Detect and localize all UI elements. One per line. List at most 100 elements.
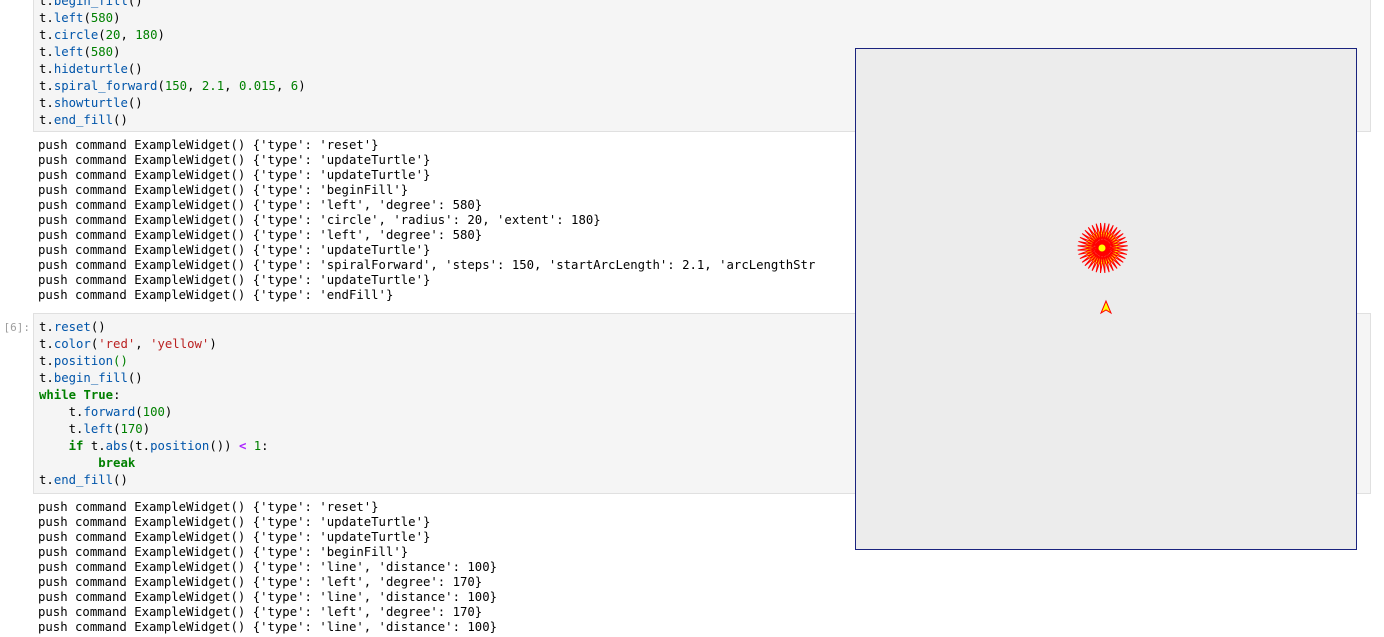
code-token: : — [261, 439, 269, 453]
code-token: , — [275, 79, 291, 93]
output-line: push command ExampleWidget() {'type': 'u… — [38, 153, 431, 167]
code-line[interactable]: t.reset() — [39, 319, 1370, 336]
code-token: t. — [39, 473, 54, 487]
code-line[interactable]: if t.abs(t.position()) < 1: — [39, 438, 1370, 455]
code-token: ) — [113, 45, 121, 59]
code-token: left — [53, 11, 84, 25]
code-token: t. — [68, 405, 84, 419]
code-token: t. — [39, 28, 54, 42]
code-token: 0.015 — [238, 79, 276, 93]
code-line[interactable]: t.hideturtle() — [39, 61, 1370, 78]
code-token: end_fill — [53, 113, 114, 127]
code-token: break — [98, 456, 136, 470]
code-token: () — [113, 354, 128, 368]
code-line[interactable]: t.begin_fill() — [39, 370, 1370, 387]
output-line: push command ExampleWidget() {'type': 's… — [38, 258, 816, 272]
code-token: ( — [113, 422, 121, 436]
output-line: push command ExampleWidget() {'type': 'b… — [38, 183, 409, 197]
code-token: 180 — [135, 28, 158, 42]
code-token: (t. — [127, 439, 151, 453]
code-token: begin_fill — [53, 371, 128, 385]
code-token: () — [127, 0, 143, 8]
output-line: push command ExampleWidget() {'type': 'l… — [38, 560, 498, 574]
output-line: push command ExampleWidget() {'type': 'u… — [38, 168, 431, 182]
code-token: position — [150, 439, 210, 453]
output-line: push command ExampleWidget() {'type': 'l… — [38, 198, 483, 212]
code-token: () — [113, 113, 128, 127]
code-token: t. — [39, 62, 54, 76]
code-line[interactable]: t.color('red', 'yellow') — [39, 336, 1370, 353]
output-area: push command ExampleWidget() {'type': 'r… — [38, 500, 1371, 635]
code-line[interactable]: t.circle(20, 180) — [39, 27, 1370, 44]
code-token: t. — [39, 79, 54, 93]
code-line[interactable]: break — [39, 455, 1370, 472]
code-line[interactable]: t.left(580) — [39, 10, 1370, 27]
code-token: ) — [298, 79, 306, 93]
output-line: push command ExampleWidget() {'type': 'b… — [38, 545, 409, 559]
code-token: ( — [83, 11, 91, 25]
code-line[interactable]: t.showturtle() — [39, 95, 1370, 112]
code-token: reset — [53, 320, 91, 334]
code-token: circle — [53, 28, 99, 42]
code-token: t. — [39, 0, 54, 8]
turtle-drawing — [1077, 222, 1128, 315]
output-line: push command ExampleWidget() {'type': 'e… — [38, 288, 394, 302]
code-line[interactable]: t.forward(100) — [39, 404, 1370, 421]
code-token: t. — [39, 337, 54, 351]
code-token: while — [39, 388, 77, 402]
code-token: t. — [39, 96, 54, 110]
star-center-dot — [1098, 244, 1106, 252]
output-line: push command ExampleWidget() {'type': 'l… — [38, 575, 483, 589]
code-line[interactable]: t.position() — [39, 353, 1370, 370]
code-editor[interactable]: t.begin_fill()t.left(580)t.circle(20, 18… — [39, 0, 1370, 129]
cell-prompt: [6]: — [3, 321, 31, 334]
code-token: ( — [83, 45, 91, 59]
code-token: end_fill — [53, 473, 114, 487]
code-token: t. — [90, 439, 106, 453]
code-token: < — [238, 439, 247, 453]
code-token: ( — [135, 405, 143, 419]
code-token: begin_fill — [53, 0, 128, 8]
output-line: push command ExampleWidget() {'type': 'l… — [38, 590, 498, 604]
code-token: ( — [90, 337, 99, 351]
code-token: () — [127, 371, 143, 385]
code-token — [39, 422, 69, 436]
code-token: ( — [98, 28, 106, 42]
code-token: t. — [39, 45, 54, 59]
output-line: push command ExampleWidget() {'type': 'l… — [38, 620, 498, 634]
code-token: 1 — [253, 439, 262, 453]
output-area: push command ExampleWidget() {'type': 'r… — [38, 138, 1371, 303]
output-line: push command ExampleWidget() {'type': 'l… — [38, 605, 483, 619]
code-token: ) — [142, 422, 151, 436]
code-token: 150 — [164, 79, 188, 93]
code-token — [39, 456, 98, 470]
output-line: push command ExampleWidget() {'type': 'r… — [38, 500, 379, 514]
code-token: abs — [105, 439, 128, 453]
code-line[interactable]: t.spiral_forward(150, 2.1, 0.015, 6) — [39, 78, 1370, 95]
code-token — [39, 405, 69, 419]
code-token: left — [53, 45, 84, 59]
code-token: 20 — [105, 28, 121, 42]
code-token: : — [113, 388, 121, 402]
code-line[interactable]: while True: — [39, 387, 1370, 404]
code-token: , — [224, 79, 239, 93]
code-line[interactable]: t.left(170) — [39, 421, 1370, 438]
output-line: push command ExampleWidget() {'type': 'r… — [38, 138, 379, 152]
code-token: if — [68, 439, 84, 453]
code-token: t. — [39, 371, 54, 385]
code-token: position — [53, 354, 114, 368]
turtle-canvas[interactable] — [855, 48, 1357, 550]
code-editor[interactable]: t.reset()t.color('red', 'yellow')t.posit… — [39, 319, 1370, 489]
output-line: push command ExampleWidget() {'type': 'u… — [38, 515, 431, 529]
code-line[interactable]: t.end_fill() — [39, 112, 1370, 129]
code-line[interactable]: t.end_fill() — [39, 472, 1370, 489]
code-token: 'red' — [98, 337, 136, 351]
code-line[interactable]: t.begin_fill() — [39, 0, 1370, 10]
code-token: t. — [39, 11, 54, 25]
code-token — [39, 439, 69, 453]
code-token: () — [127, 96, 143, 110]
code-token: , — [135, 337, 151, 351]
code-token: ()) — [209, 439, 239, 453]
code-token: 170 — [120, 422, 143, 436]
code-line[interactable]: t.left(580) — [39, 44, 1370, 61]
